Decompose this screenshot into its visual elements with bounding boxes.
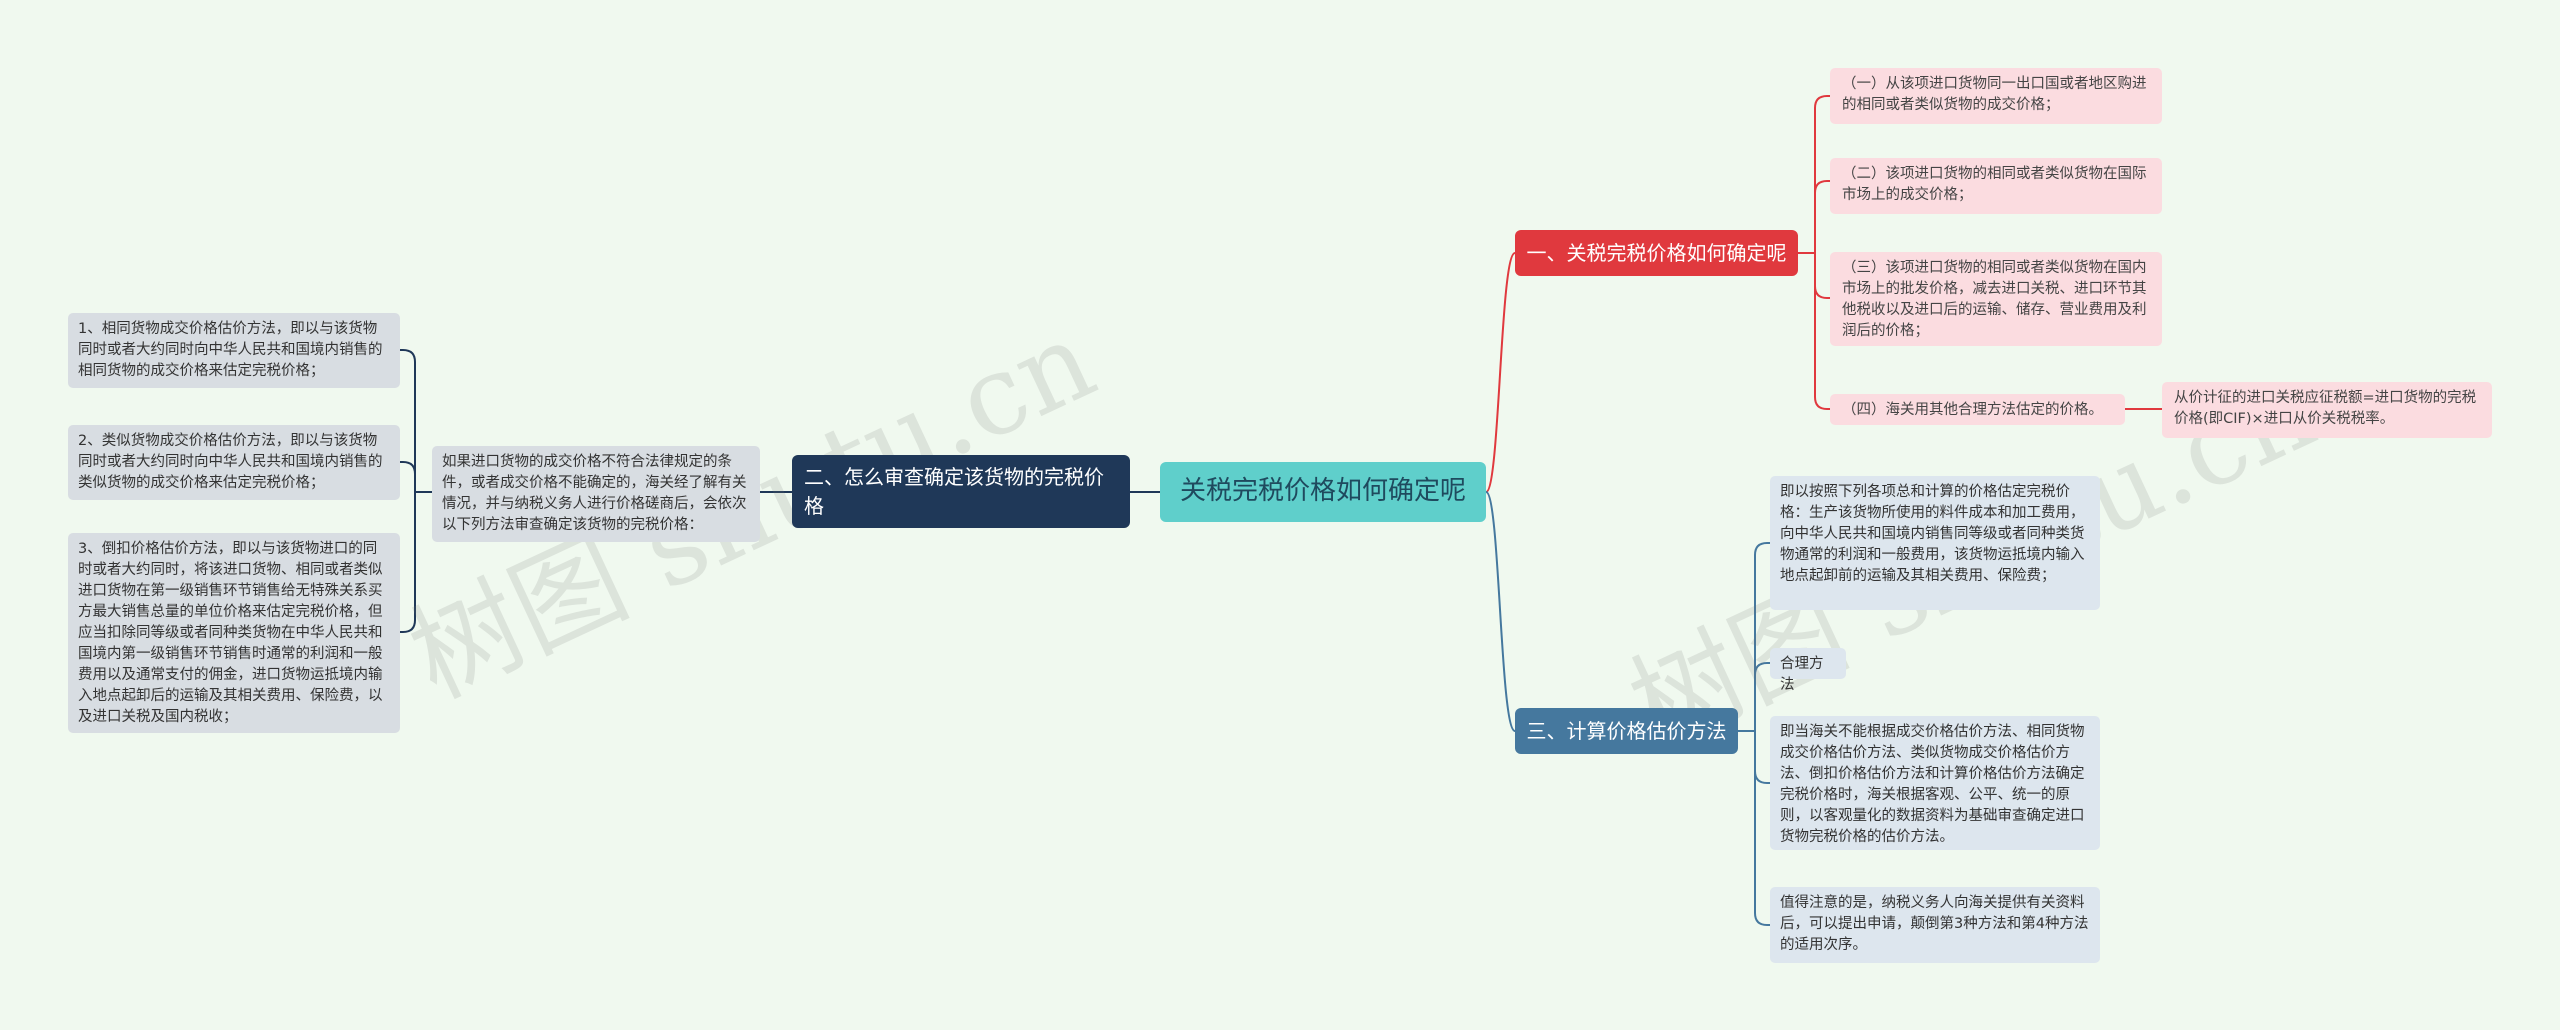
link-b3-spine — [1754, 542, 1770, 926]
branch-1-topic[interactable]: 一、关税完税价格如何确定呢 — [1515, 230, 1798, 276]
link-b1-spine — [1814, 95, 1830, 410]
branch-3-topic[interactable]: 三、计算价格估价方法 — [1515, 708, 1738, 754]
b3-leaf-1[interactable]: 即以按照下列各项总和计算的价格估定完税价格：生产该货物所使用的料件成本和加工费用… — [1770, 476, 2100, 610]
b3-leaf-4[interactable]: 值得注意的是，纳税义务人向海关提供有关资料后，可以提出申请，颠倒第3种方法和第4… — [1770, 887, 2100, 963]
b3-leaf-3[interactable]: 即当海关不能根据成交价格估价方法、相同货物成交价格估价方法、类似货物成交价格估价… — [1770, 716, 2100, 850]
b1-leaf-1[interactable]: （一）从该项进口货物同一出口国或者地区购进的相同或者类似货物的成交价格； — [1830, 68, 2162, 124]
root-topic[interactable]: 关税完税价格如何确定呢 — [1160, 462, 1486, 522]
b1-leaf-4-sub[interactable]: 从价计征的进口关税应征税额=进口货物的完税价格(即CIF)×进口从价关税税率。 — [2162, 382, 2492, 438]
b2-middle-note[interactable]: 如果进口货物的成交价格不符合法律规定的条件，或者成交价格不能确定的，海关经了解有… — [432, 446, 760, 542]
link-middle-spine — [400, 349, 416, 633]
b1-leaf-4[interactable]: （四）海关用其他合理方法估定的价格。 — [1830, 394, 2125, 425]
b1-leaf-3[interactable]: （三）该项进口货物的相同或者类似货物在国内市场上的批发价格，减去进口关税、进口环… — [1830, 252, 2162, 346]
b2-leaf-3[interactable]: 3、倒扣价格估价方法，即以与该货物进口的同时或者大约同时，将该进口货物、相同或者… — [68, 533, 400, 733]
branch-2-topic[interactable]: 二、怎么审查确定该货物的完税价格 — [792, 455, 1130, 528]
link-root-b3 — [1485, 491, 1516, 732]
b1-leaf-2[interactable]: （二）该项进口货物的相同或者类似货物在国际市场上的成交价格； — [1830, 158, 2162, 214]
b2-leaf-1[interactable]: 1、相同货物成交价格估价方法，即以与该货物同时或者大约同时向中华人民共和国境内销… — [68, 313, 400, 388]
b3-leaf-2[interactable]: 合理方法 — [1770, 648, 1846, 693]
b2-leaf-2[interactable]: 2、类似货物成交价格估价方法，即以与该货物同时或者大约同时向中华人民共和国境内销… — [68, 425, 400, 500]
link-root-b1 — [1485, 252, 1516, 493]
